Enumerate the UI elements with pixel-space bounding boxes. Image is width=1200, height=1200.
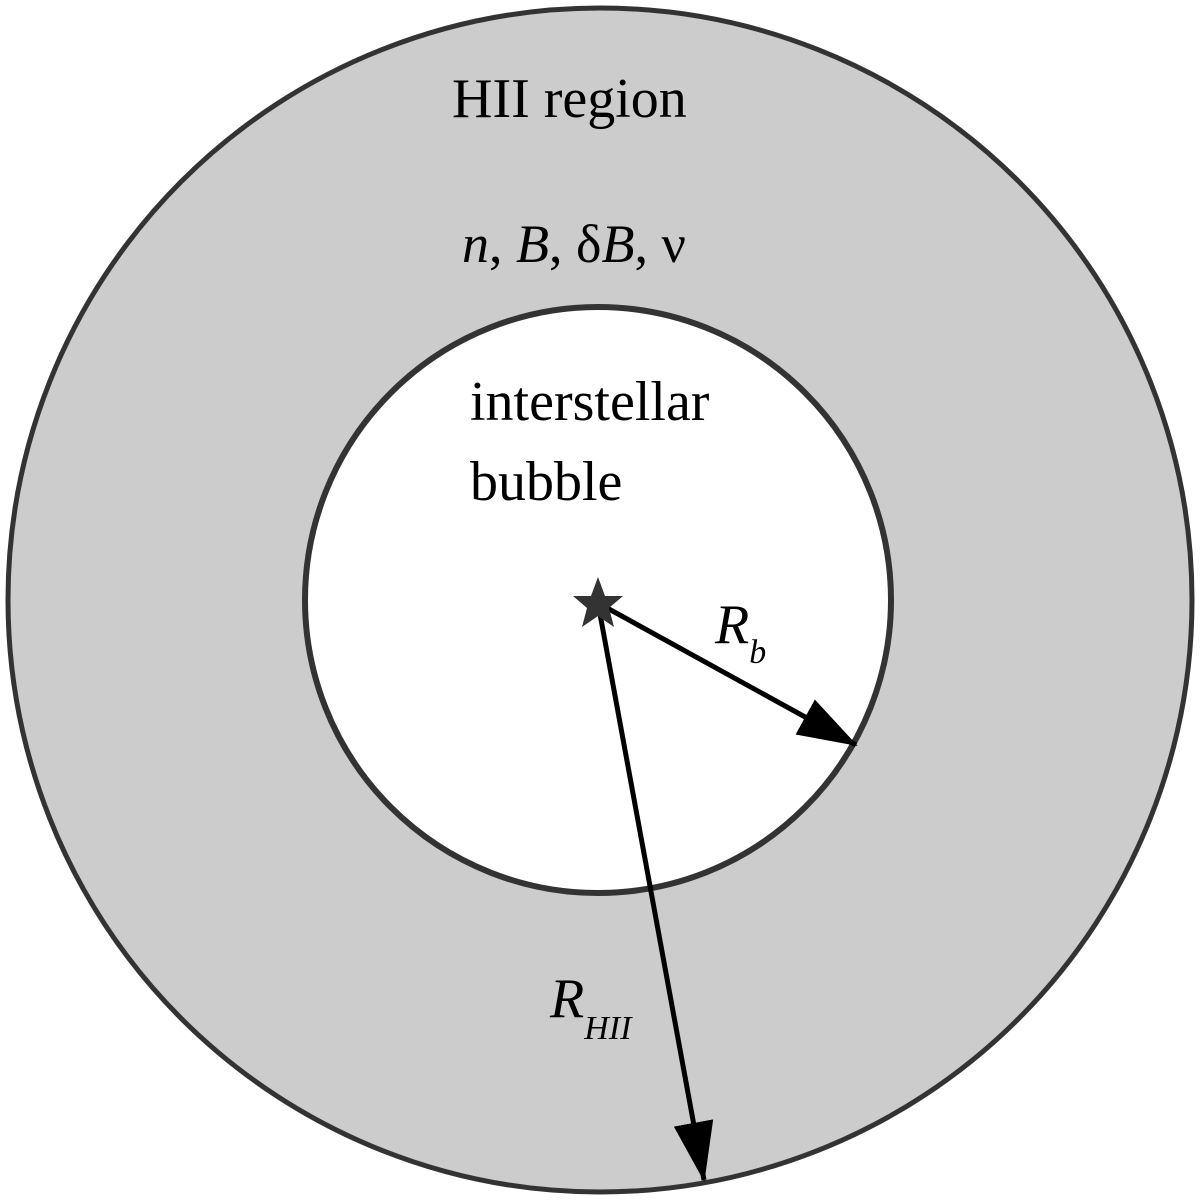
param-sep-3: , xyxy=(634,214,661,274)
param-n: n xyxy=(462,214,489,274)
param-sep-2: , xyxy=(549,214,576,274)
bubble-radius-label: Rb xyxy=(714,594,766,671)
hii-radius-subscript: HII xyxy=(583,1010,633,1047)
param-b: B xyxy=(516,214,549,274)
hii-region-label: HII region xyxy=(452,68,687,130)
bubble-radius-subscript: b xyxy=(749,634,766,671)
param-nu: ν xyxy=(661,214,685,274)
bubble-radius-symbol: R xyxy=(714,594,749,656)
hii-radius-arrow xyxy=(595,602,714,1182)
param-delta: δ xyxy=(576,214,601,274)
hii-radius-label: RHII xyxy=(549,968,633,1047)
bubble-label-line-2: bubble xyxy=(470,451,622,513)
hii-radius-symbol: R xyxy=(549,968,584,1030)
param-db: B xyxy=(601,214,634,274)
bubble-radius-arrow xyxy=(596,600,858,748)
param-sep-1: , xyxy=(489,214,516,274)
region-parameters: n, B, δB, ν xyxy=(462,214,686,274)
central-star-icon xyxy=(573,577,623,627)
bubble-label-line-1: interstellar xyxy=(470,371,710,433)
